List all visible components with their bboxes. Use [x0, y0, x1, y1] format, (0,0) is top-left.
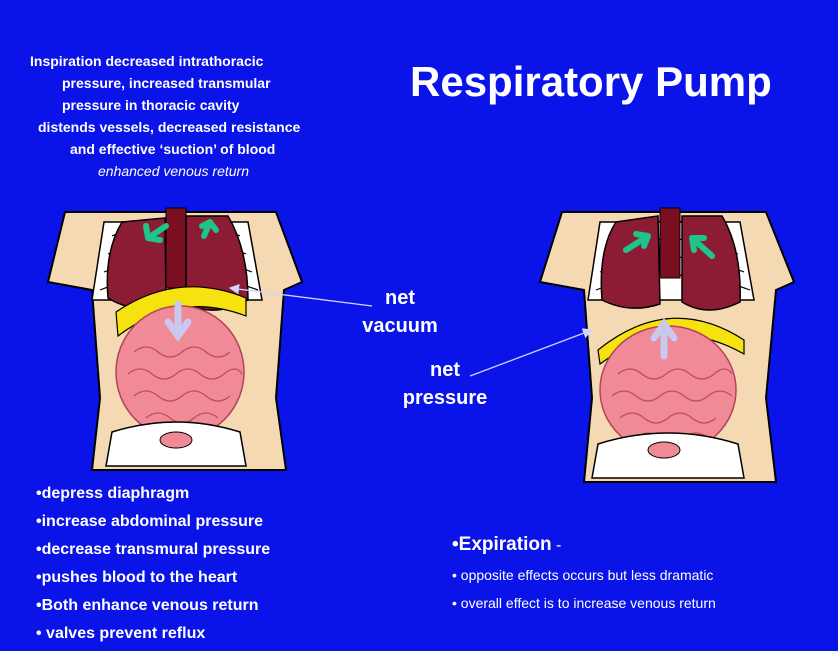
expiration-heading: •Expiration	[452, 534, 552, 555]
expiration-item: • overall effect is to increase venous r…	[452, 589, 716, 617]
intro-line-3: pressure in thoracic cavity	[22, 94, 362, 116]
label-net-pressure-line1: net	[390, 356, 500, 384]
label-net-pressure-line2: pressure	[390, 384, 500, 412]
torso-expiration-illustration	[540, 208, 794, 482]
intro-line-6: enhanced venous return	[22, 160, 362, 182]
bullet-item: • valves prevent reflux	[36, 620, 270, 648]
expiration-item: • opposite effects occurs but less drama…	[452, 561, 716, 589]
left-trachea	[166, 208, 186, 288]
inspiration-bullet-list: •depress diaphragm •increase abdominal p…	[36, 480, 270, 648]
intro-text: Inspiration decreased intrathoracic pres…	[22, 50, 362, 182]
intro-line-5: and effective ‘suction’ of blood	[22, 138, 362, 160]
expiration-heading-row: •Expiration -	[452, 530, 716, 561]
expiration-block: •Expiration - • opposite effects occurs …	[452, 530, 716, 617]
right-trachea	[660, 208, 680, 278]
bullet-item: •increase abdominal pressure	[36, 508, 270, 536]
intro-line-1: Inspiration decreased intrathoracic	[22, 50, 362, 72]
bullet-item: •pushes blood to the heart	[36, 564, 270, 592]
expiration-dash: -	[552, 537, 562, 554]
intro-line-4: distends vessels, decreased resistance	[22, 116, 362, 138]
label-net-pressure: net pressure	[390, 356, 500, 412]
torso-inspiration-illustration	[48, 208, 302, 470]
intro-line-2: pressure, increased transmular	[22, 72, 362, 94]
bullet-item: •decrease transmural pressure	[36, 536, 270, 564]
slide-title: Respiratory Pump	[410, 58, 772, 106]
label-net-vacuum-line1: net	[352, 284, 448, 312]
label-net-vacuum-line2: vacuum	[352, 312, 448, 340]
bullet-item: •depress diaphragm	[36, 480, 270, 508]
label-net-vacuum: net vacuum	[352, 284, 448, 340]
bullet-item: •Both enhance venous return	[36, 592, 270, 620]
